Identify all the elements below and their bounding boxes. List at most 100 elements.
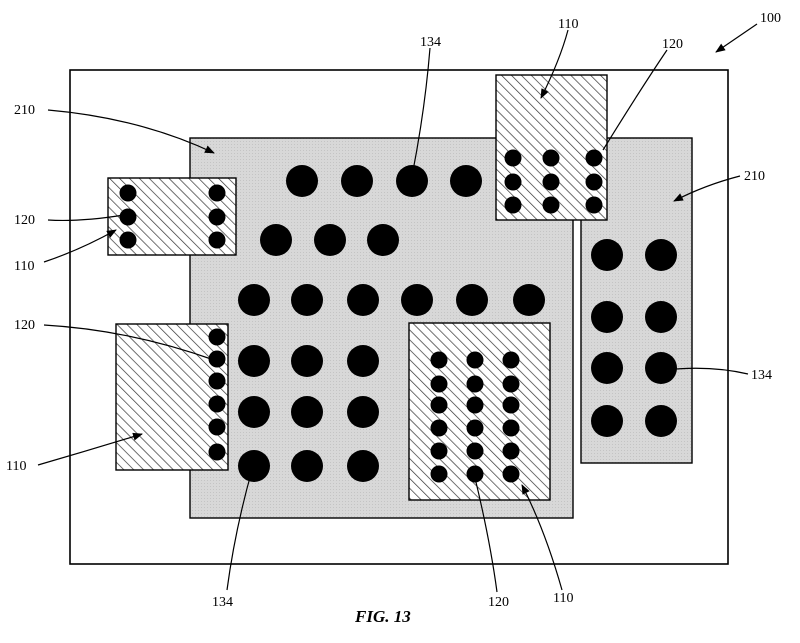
ref-210-left: 210: [14, 103, 35, 118]
pad-134: [291, 450, 323, 482]
leader-110-left-small: [43, 229, 117, 263]
pad-120: [504, 149, 522, 167]
pad-120: [430, 375, 448, 393]
pad-120: [542, 173, 560, 191]
pad-120: [430, 396, 448, 414]
pad-134: [645, 352, 677, 384]
pad-120: [585, 173, 603, 191]
pad-120: [466, 442, 484, 460]
pad-120: [502, 396, 520, 414]
pad-120: [430, 442, 448, 460]
ref-210-right: 210: [744, 169, 765, 184]
pad-120: [466, 465, 484, 483]
ref-110-bottom: 110: [553, 591, 573, 606]
pad-134: [513, 284, 545, 316]
pad-134: [260, 224, 292, 256]
pad-120: [466, 351, 484, 369]
ref-134-right: 134: [751, 368, 772, 383]
ref-120-left-big: 120: [14, 318, 35, 333]
pad-134: [238, 284, 270, 316]
pad-134: [291, 345, 323, 377]
pad-120: [585, 196, 603, 214]
pad-120: [208, 328, 226, 346]
leader-134-right: [663, 367, 749, 375]
pad-134: [591, 239, 623, 271]
ref-120-left-small: 120: [14, 213, 35, 228]
leader-134-top: [411, 47, 431, 177]
pad-134: [591, 301, 623, 333]
pad-120: [208, 208, 226, 226]
leader-110-bottom: [521, 484, 563, 591]
pad-120: [430, 419, 448, 437]
leader-110-left-big: [37, 432, 143, 466]
pad-134: [347, 396, 379, 428]
pad-134: [645, 301, 677, 333]
pad-120: [502, 375, 520, 393]
ref-110-top: 110: [558, 17, 578, 32]
pad-134: [401, 284, 433, 316]
pad-120: [119, 231, 137, 249]
pad-134: [396, 165, 428, 197]
pad-134: [456, 284, 488, 316]
pad-120: [466, 396, 484, 414]
leader-120-bottom: [474, 477, 498, 593]
pad-134: [341, 165, 373, 197]
pad-120: [208, 372, 226, 390]
leader-120-left-big: [43, 324, 215, 361]
pad-120: [208, 418, 226, 436]
pad-120: [502, 419, 520, 437]
pad-120: [585, 149, 603, 167]
leader-134-bottom: [226, 469, 253, 591]
pad-120: [208, 443, 226, 461]
pad-120: [502, 351, 520, 369]
ref-120-bottom: 120: [488, 595, 509, 610]
pad-134: [238, 396, 270, 428]
leader-120-left-small: [47, 214, 125, 222]
pad-134: [591, 352, 623, 384]
pad-134: [645, 239, 677, 271]
ref-110-left-small: 110: [14, 259, 34, 274]
pad-120: [466, 419, 484, 437]
pad-120: [119, 184, 137, 202]
chip-110-top-right: [495, 74, 608, 221]
pad-134: [286, 165, 318, 197]
pad-120: [542, 196, 560, 214]
pad-120: [502, 442, 520, 460]
pad-134: [367, 224, 399, 256]
leader-110-top: [540, 29, 569, 99]
pad-120: [504, 196, 522, 214]
pad-134: [291, 396, 323, 428]
pad-134: [591, 405, 623, 437]
figure-caption: FIG. 13: [354, 607, 411, 626]
pad-134: [238, 345, 270, 377]
pad-120: [502, 465, 520, 483]
pad-134: [347, 450, 379, 482]
leader-120-top: [602, 49, 668, 151]
pad-134: [347, 345, 379, 377]
ref-134-top: 134: [420, 35, 441, 50]
pad-120: [119, 208, 137, 226]
pad-120: [208, 350, 226, 368]
pad-134: [347, 284, 379, 316]
pad-134: [450, 165, 482, 197]
leader-210-left: [47, 109, 215, 154]
pad-134: [645, 405, 677, 437]
leader-210-right: [673, 175, 741, 202]
pad-134: [291, 284, 323, 316]
ref-110-left-big: 110: [6, 459, 26, 474]
pad-120: [208, 184, 226, 202]
chip-110-left-big: [115, 323, 229, 471]
pad-120: [430, 465, 448, 483]
pad-134: [314, 224, 346, 256]
pad-120: [208, 395, 226, 413]
leader-100: [715, 23, 758, 53]
pad-120: [208, 231, 226, 249]
pad-120: [504, 173, 522, 191]
pad-120: [466, 375, 484, 393]
pad-134: [238, 450, 270, 482]
pad-120: [430, 351, 448, 369]
pad-120: [542, 149, 560, 167]
ref-120-top: 120: [662, 37, 683, 52]
ref-100: 100: [760, 11, 781, 26]
